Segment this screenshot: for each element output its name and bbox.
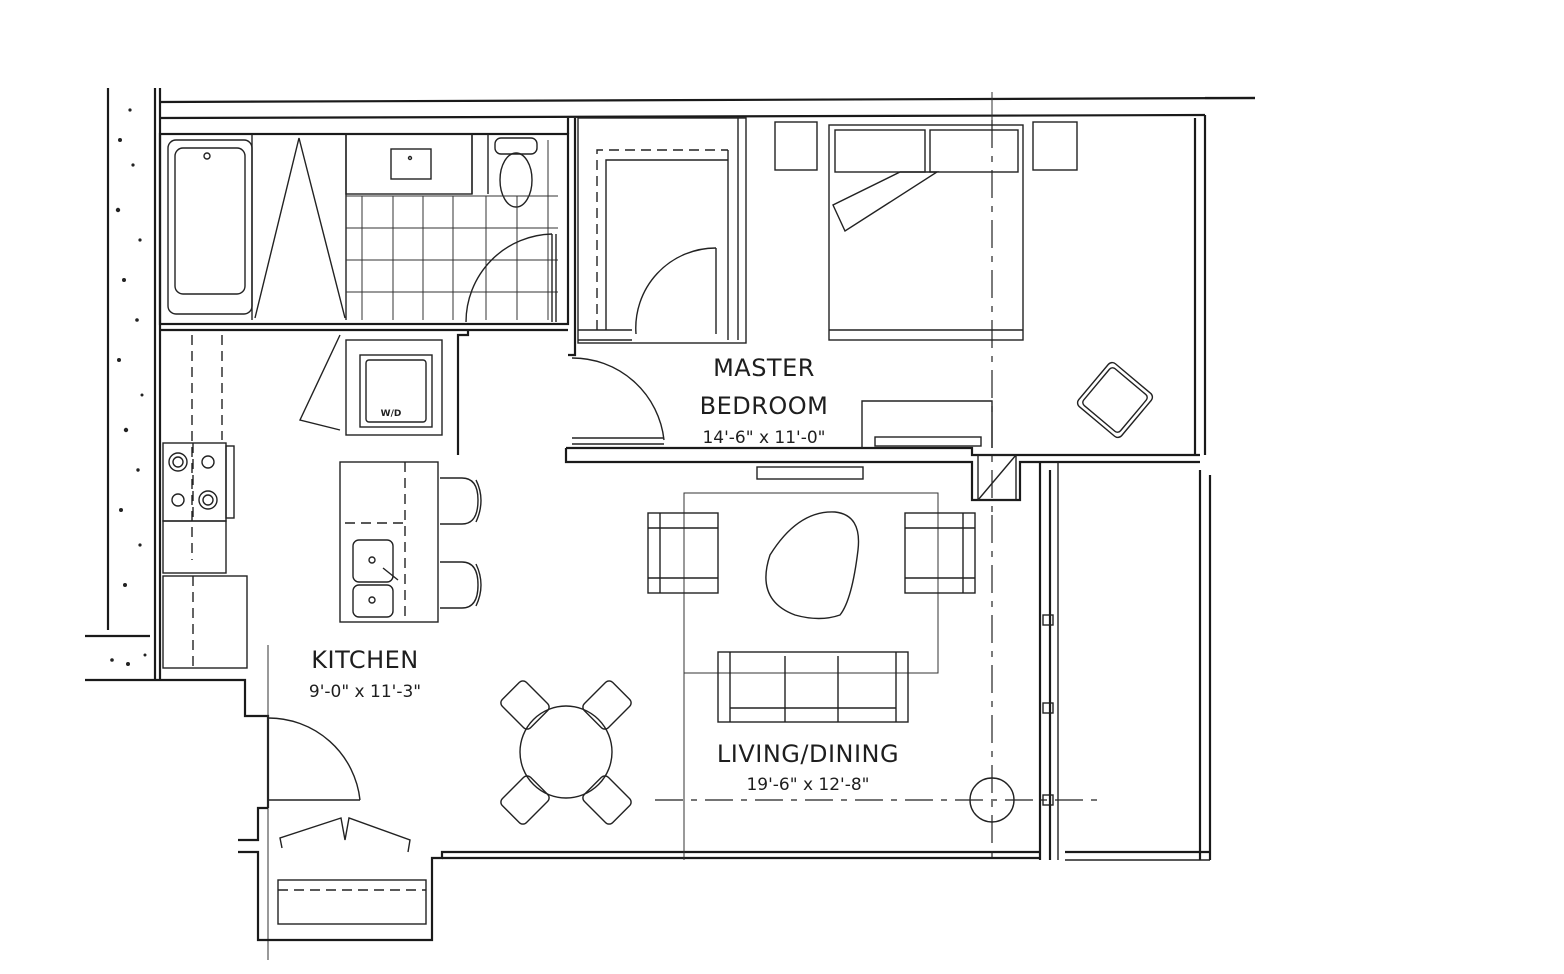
kitchen-name: KITCHEN [311, 646, 419, 674]
nightstand-left [774, 121, 818, 171]
sink [352, 539, 394, 583]
entry-door [267, 717, 361, 801]
armchair-left [647, 512, 719, 594]
bathtub [167, 139, 253, 315]
walk-in-closet [577, 117, 747, 344]
bar-stools [440, 477, 482, 609]
interior-walls [456, 117, 1200, 502]
bedroom-name-line1: MASTER [713, 354, 815, 382]
mechanical-shaft [977, 454, 1017, 501]
tile-floor [346, 140, 558, 320]
vanity-sink [345, 133, 473, 195]
bathroom [158, 132, 570, 332]
living-dining-name: LIVING/DINING [717, 740, 899, 768]
kitchen-dimensions: 9'-0" x 11'-3" [309, 682, 421, 702]
exterior-wall-top [159, 92, 1256, 125]
master-bedroom: MASTER BEDROOM 14'-6" x 11'-0" [700, 115, 1207, 515]
toilet [471, 134, 538, 208]
shower-stall [251, 134, 347, 320]
living-dining: LIVING/DINING 19'-6" x 12'-8" [500, 454, 1105, 860]
column-marker [969, 777, 1015, 823]
exterior-wall-left [85, 88, 162, 682]
nightstand-right [1032, 121, 1078, 171]
entry [160, 645, 1040, 960]
entry-closet [277, 817, 427, 925]
bed [828, 124, 1024, 341]
tv-console [756, 466, 864, 480]
bedroom-dimensions: 14'-6" x 11'-0" [702, 428, 825, 448]
bedroom-door [571, 357, 665, 445]
bathroom-door [465, 233, 557, 323]
armchair-right [904, 512, 976, 594]
wd-label: W/D [381, 409, 402, 419]
bedroom-armchair [1076, 361, 1154, 439]
balcony [1038, 96, 1255, 861]
kitchen-island [339, 461, 439, 623]
bedroom-name-line2: BEDROOM [700, 392, 829, 420]
living-dining-dimensions: 19'-6" x 12'-8" [746, 775, 869, 795]
sofa [717, 651, 909, 723]
coffee-table [765, 511, 860, 620]
washer-dryer: W/D [299, 334, 443, 436]
dresser [861, 400, 993, 448]
kitchen: W/D KITCHEN 9'-0" x 11'-3" [162, 334, 482, 702]
area-rug [683, 492, 939, 674]
stove [162, 442, 235, 522]
dining-table [500, 680, 632, 825]
refrigerator [162, 575, 248, 669]
